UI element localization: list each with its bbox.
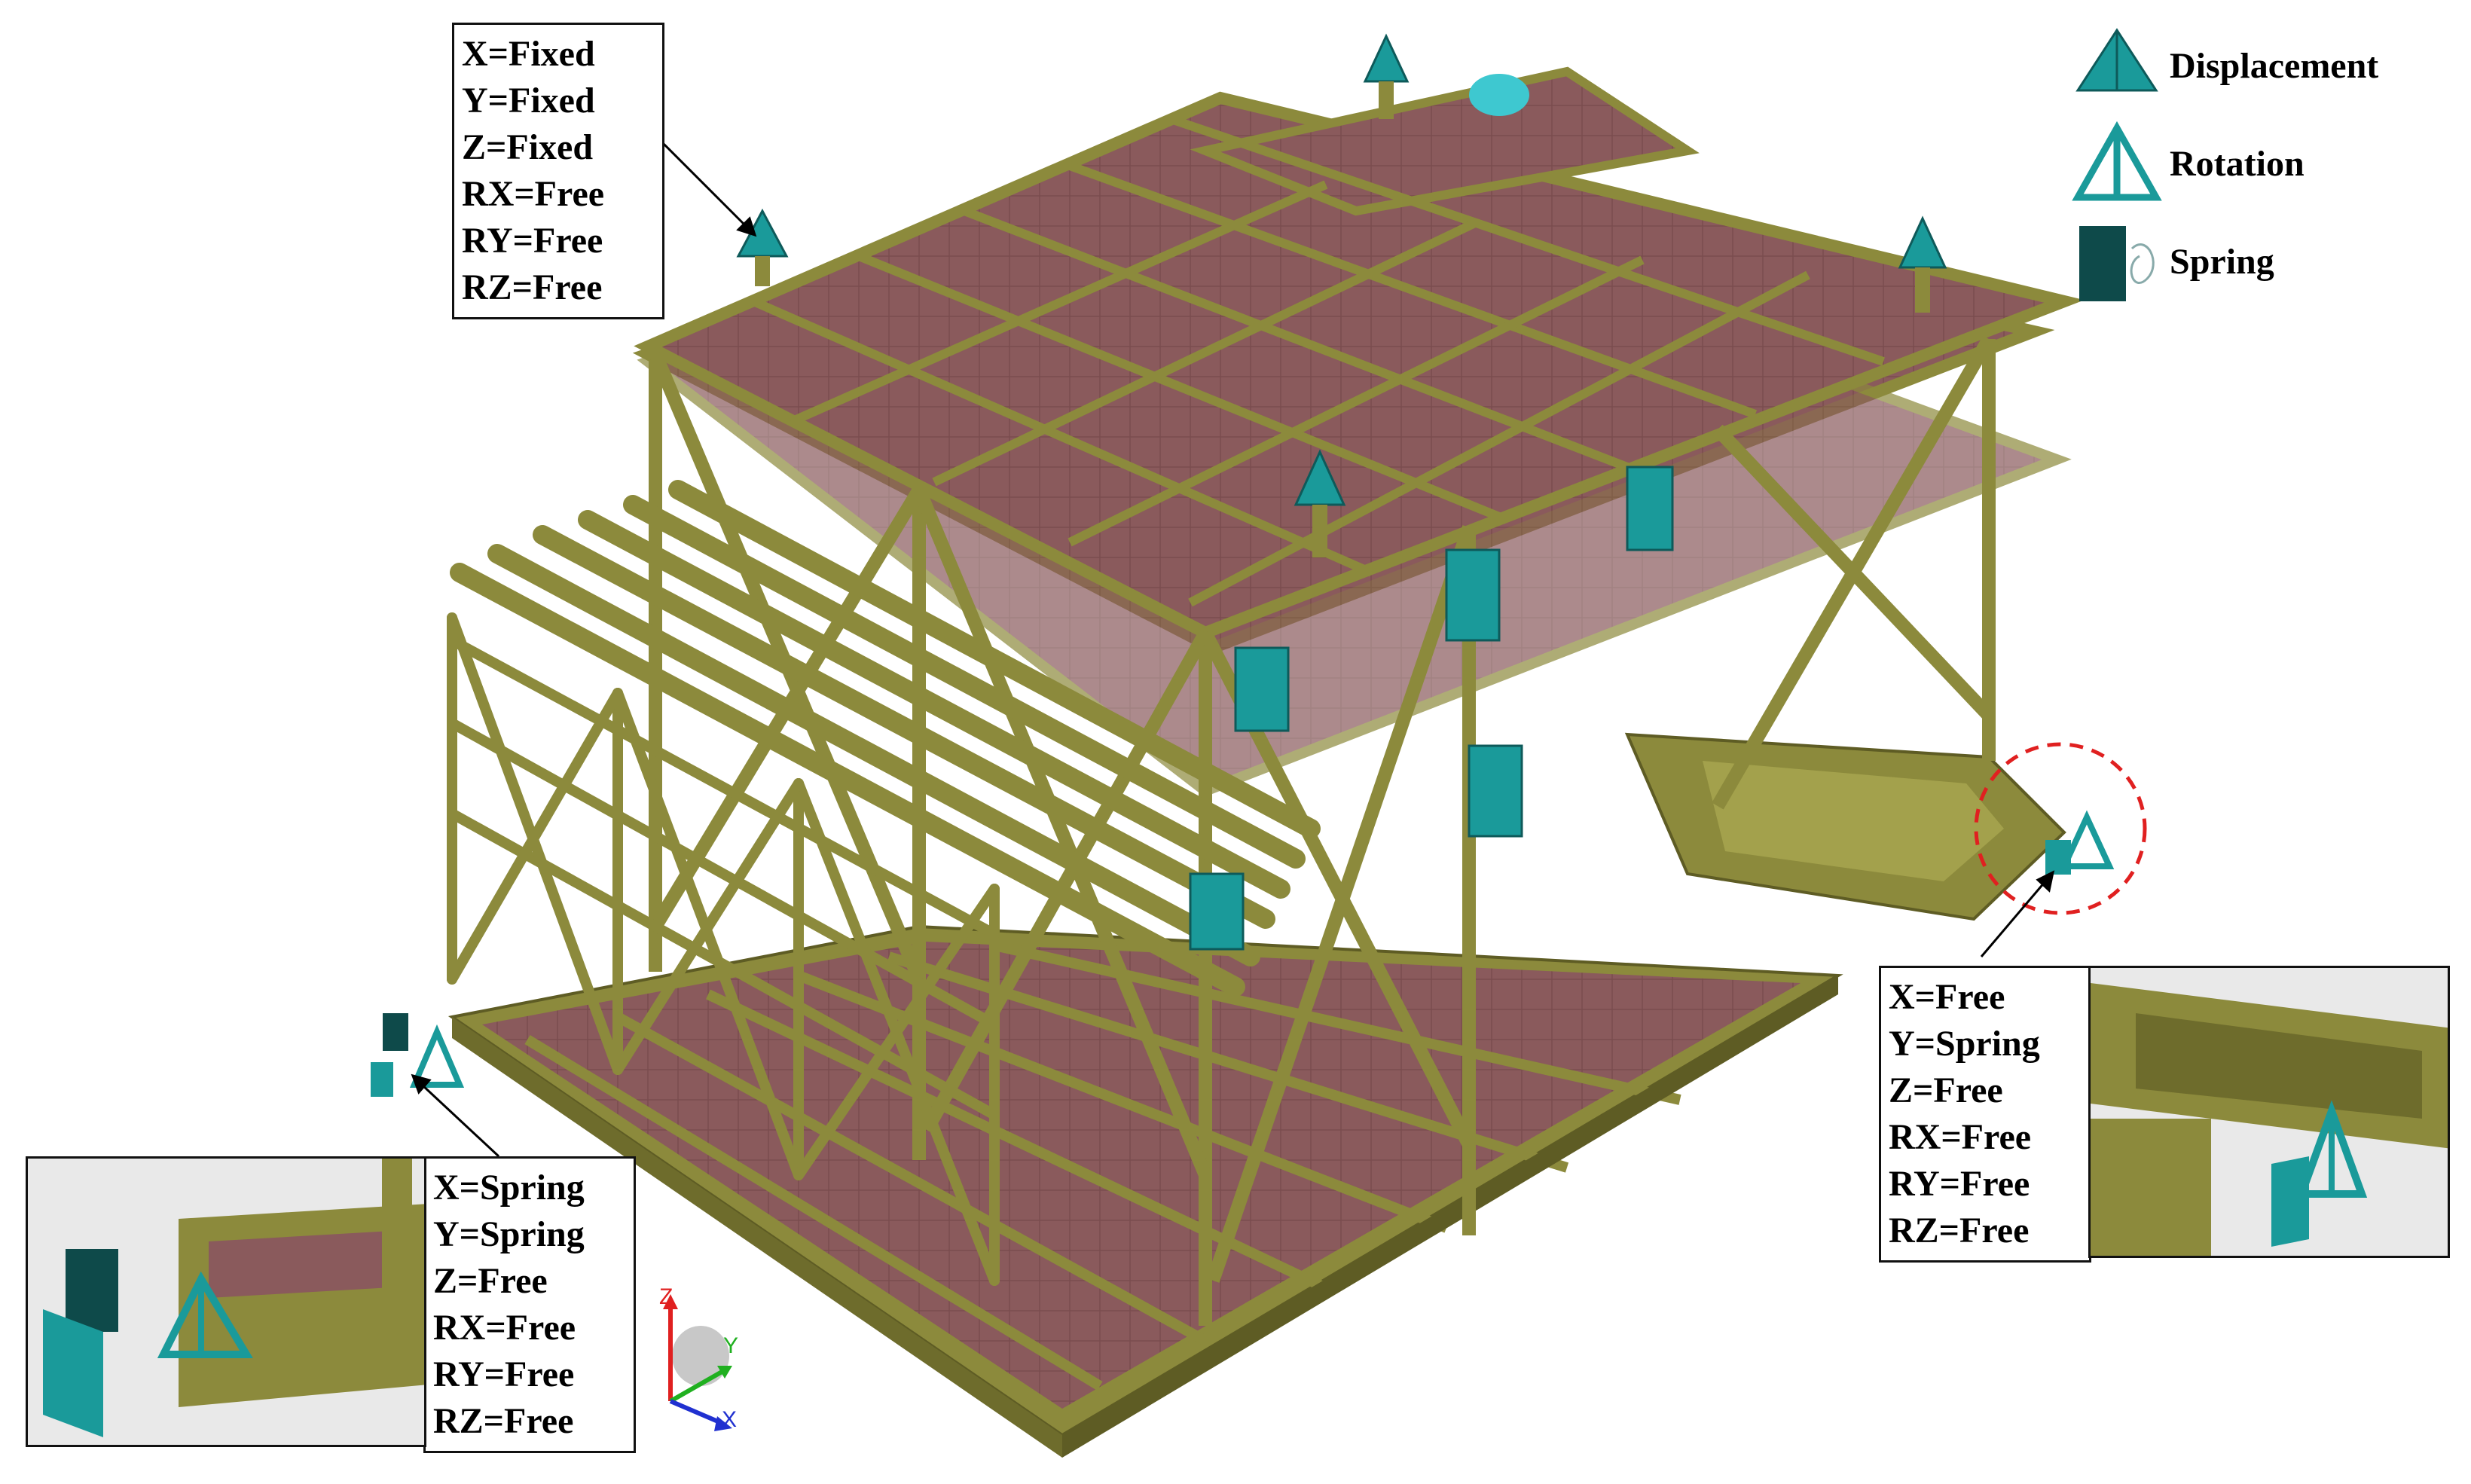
- spring-icon: [2079, 226, 2155, 301]
- side-rail: [1624, 732, 2066, 921]
- dome-marker: [1469, 74, 1529, 116]
- legend-rotation-label: Rotation: [2170, 144, 2305, 184]
- callout-line: RY=Free: [462, 221, 603, 261]
- callout-line: Y=Fixed: [462, 81, 595, 121]
- equipment-supports: [1189, 466, 1674, 951]
- axis-label-z: Z: [659, 1284, 673, 1309]
- axis-triad: [663, 1294, 732, 1431]
- right-inset-drawing: [2091, 983, 2448, 1256]
- left-support-callout: X=Spring Y=Spring Z=Free RX=Free RY=Free…: [423, 1156, 636, 1453]
- displacement-marker: [736, 208, 789, 286]
- displacement-marker-group: [736, 33, 1947, 557]
- axis-label-y: Y: [723, 1333, 739, 1358]
- callout-line: RX=Free: [1889, 1117, 2032, 1157]
- callout-line: RY=Free: [1889, 1164, 2030, 1204]
- right-support-callout: X=Free Y=Spring Z=Free RX=Free RY=Free R…: [1879, 966, 2091, 1263]
- axis-label-x: X: [722, 1407, 738, 1432]
- callout-line: Y=Spring: [433, 1214, 585, 1254]
- highlight-circle: [1974, 742, 2147, 915]
- left-corner-support: [371, 1013, 465, 1097]
- legend-displacement-label: Displacement: [2170, 46, 2379, 86]
- deck-top: [634, 66, 2085, 640]
- callout-line: X=Spring: [433, 1168, 585, 1208]
- callout-line: X=Free: [1889, 977, 2005, 1017]
- legend-icons: [2072, 28, 2162, 301]
- legend-spring-label: Spring: [2170, 242, 2274, 282]
- displacement-icon: [2075, 28, 2158, 92]
- callout-line: Z=Fixed: [462, 127, 594, 167]
- rotation-icon: [2072, 121, 2162, 201]
- callout-line: Z=Free: [1889, 1070, 2003, 1110]
- left-support-detail-inset: [26, 1156, 426, 1447]
- callout-line: RX=Free: [433, 1308, 576, 1348]
- leader-arrows: [411, 142, 2055, 1158]
- callout-line: RZ=Free: [462, 267, 603, 307]
- top-support-callout: X=Fixed Y=Fixed Z=Fixed RX=Free RY=Free …: [452, 23, 664, 319]
- callout-line: RX=Free: [462, 174, 605, 214]
- callout-line: X=Fixed: [462, 34, 595, 74]
- left-inset-drawing: [43, 1159, 424, 1437]
- callout-line: Y=Spring: [1889, 1024, 2040, 1064]
- right-corner-support: [2045, 810, 2115, 875]
- displacement-marker: [1294, 449, 1346, 557]
- displacement-marker: [1363, 33, 1410, 119]
- callout-line: RY=Free: [433, 1354, 575, 1394]
- callout-line: Z=Free: [433, 1261, 548, 1301]
- pipe-rack: [447, 480, 1321, 1286]
- right-support-detail-inset: [2088, 966, 2450, 1258]
- callout-line: RZ=Free: [433, 1401, 574, 1441]
- displacement-marker: [1898, 215, 1947, 313]
- callout-line: RZ=Free: [1889, 1211, 2030, 1250]
